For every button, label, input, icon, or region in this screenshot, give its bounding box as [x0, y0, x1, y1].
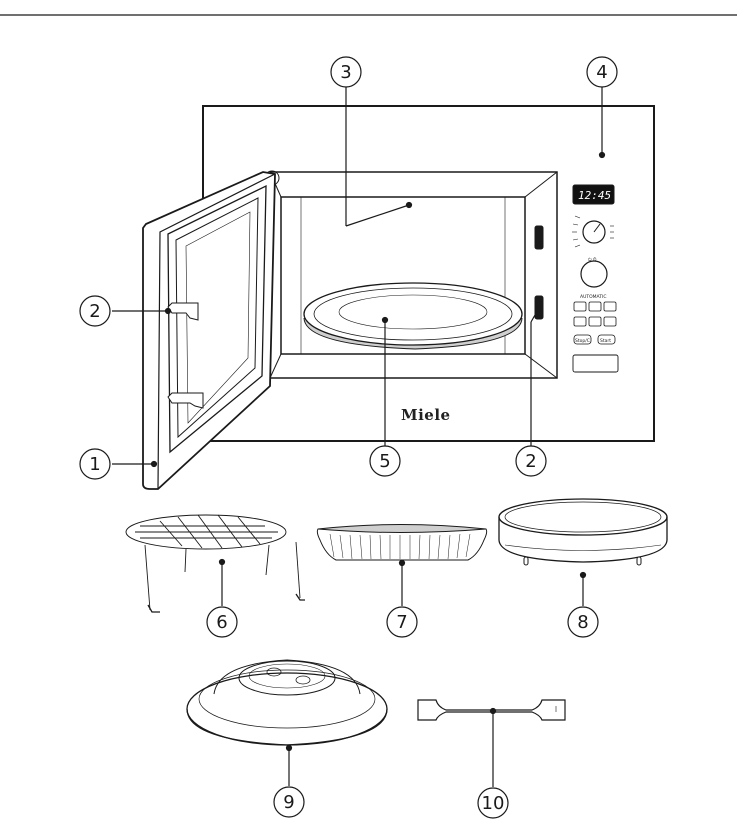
svg-text:Start: Start — [600, 338, 611, 344]
time-dial — [581, 261, 607, 287]
turntable — [304, 283, 522, 349]
microwave-cover — [187, 660, 387, 745]
callout-7: 7 — [387, 607, 417, 637]
callout-5: 5 — [370, 446, 400, 476]
door-release-button — [573, 355, 618, 372]
callout-8: 8 — [568, 607, 598, 637]
svg-text:3: 3 — [340, 62, 351, 83]
callout-1: 1 — [80, 449, 110, 479]
svg-text:9: 9 — [283, 792, 294, 813]
svg-text:8: 8 — [577, 612, 588, 633]
support-ring — [499, 499, 667, 565]
svg-text:2: 2 — [89, 301, 100, 322]
svg-text:1: 1 — [89, 454, 100, 475]
svg-text:7: 7 — [396, 612, 407, 633]
svg-text:⏻ ⏲: ⏻ ⏲ — [588, 257, 597, 263]
svg-text:2: 2 — [525, 451, 536, 472]
callout-6: 6 — [207, 607, 237, 637]
svg-text:Stop/C: Stop/C — [575, 338, 590, 344]
svg-text:4: 4 — [596, 62, 607, 83]
callout-10: 10 — [478, 788, 508, 818]
svg-text:6: 6 — [216, 612, 227, 633]
wire-rack — [126, 515, 305, 612]
brand-logo: Miele — [401, 406, 451, 424]
svg-text:10: 10 — [482, 793, 505, 814]
callout-3: 3 — [331, 57, 361, 87]
auto-label: AUTOMATIC — [580, 294, 607, 300]
door-latch-upper — [535, 226, 543, 249]
time-display-text: 12:45 — [578, 189, 611, 202]
callout-4: 4 — [587, 57, 617, 87]
callout-2-cavity: 2 — [516, 446, 546, 476]
crisp-tray — [317, 525, 486, 561]
svg-text:5: 5 — [379, 451, 390, 472]
control-panel: 12:45 ⏻ ⏲ AUTOMATIC Stop/C Start — [572, 185, 618, 372]
callout-2-door: 2 — [80, 296, 110, 326]
callout-9: 9 — [274, 787, 304, 817]
